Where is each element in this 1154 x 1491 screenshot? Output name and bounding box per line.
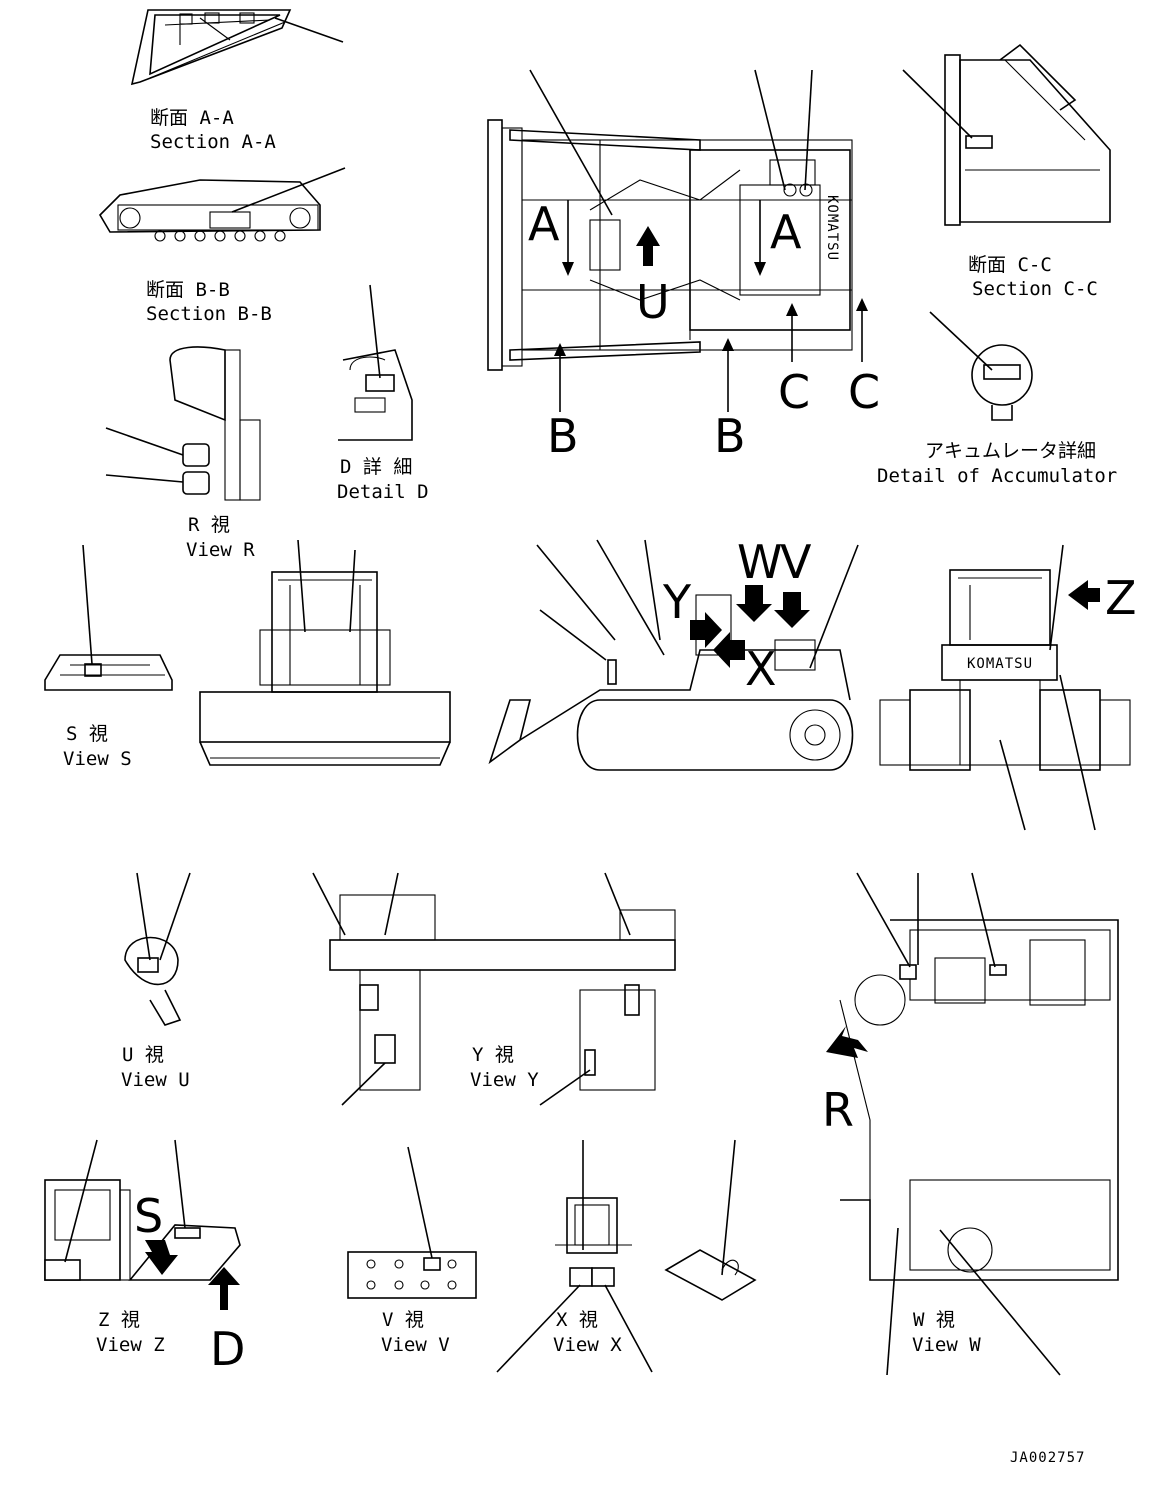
marker-u: U (636, 275, 670, 329)
view-u-drawing (124, 872, 191, 1026)
accumulator-drawing (929, 311, 1033, 421)
view-z-drawing (44, 1139, 241, 1310)
marker-w: W (737, 535, 782, 589)
view-u-title-jp: U 視 (122, 1044, 164, 1066)
accumulator-title-en: Detail of Accumulator (877, 465, 1117, 487)
section-bb-drawing (98, 167, 346, 242)
section-cc-title-en: Section C-C (972, 278, 1098, 300)
marker-c-left: C (778, 365, 810, 419)
detail-d-drawing (338, 284, 413, 441)
view-v-title-jp: V 視 (382, 1309, 424, 1331)
section-cc-drawing (902, 43, 1111, 226)
view-r-title-en: View R (186, 539, 255, 561)
section-aa-title-en: Section A-A (150, 131, 276, 153)
rear-view-brand-text: KOMATSU (967, 656, 1033, 672)
rear-view-drawing: KOMATSU (879, 544, 1131, 831)
view-s-drawing (44, 544, 173, 691)
view-v-drawing (347, 1146, 477, 1299)
marker-x: X (745, 642, 777, 696)
marker-d: D (210, 1322, 245, 1376)
side-view-drawing (488, 539, 859, 771)
marker-s: S (134, 1189, 163, 1243)
section-bb-title-jp: 断面 B-B (146, 279, 230, 301)
marker-v: V (780, 535, 812, 589)
detail-d-title-en: Detail D (337, 481, 429, 503)
view-x-drawing (496, 1140, 653, 1373)
view-x-title-en: View X (553, 1334, 622, 1356)
view-r-drawing (105, 346, 261, 501)
plan-view-brand-text: KOMATSU (824, 195, 840, 261)
marker-r: R (822, 1083, 854, 1137)
section-aa-drawing (130, 9, 344, 86)
marker-b-right: B (714, 409, 746, 463)
marker-b-left: B (547, 409, 579, 463)
accumulator-title-jp: アキュムレータ詳細 (925, 440, 1096, 462)
view-u-title-en: View U (121, 1069, 190, 1091)
view-y-drawing (312, 872, 676, 1106)
view-y-title-jp: Y 視 (472, 1044, 514, 1066)
view-y-title-en: View Y (470, 1069, 539, 1091)
detail-d-title-jp: D 詳 細 (340, 456, 412, 478)
label-sheet-drawing (664, 1139, 757, 1301)
marker-a-left: A (528, 197, 560, 251)
plan-view-drawing: KOMATSU (487, 69, 868, 412)
view-v-title-en: View V (381, 1334, 450, 1356)
view-z-title-en: View Z (96, 1334, 165, 1356)
view-z-title-jp: Z 視 (98, 1309, 140, 1331)
view-w-drawing (826, 872, 1119, 1376)
marker-y: Y (662, 575, 692, 629)
view-s-title-jp: S 視 (66, 723, 108, 745)
view-s-title-en: View S (63, 748, 132, 770)
section-cc-title-jp: 断面 C-C (968, 254, 1052, 276)
marker-c-right: C (848, 365, 880, 419)
view-w-title-en: View W (912, 1334, 981, 1356)
marker-a-right: A (770, 205, 802, 259)
section-bb-title-en: Section B-B (146, 303, 272, 325)
marker-z: Z (1105, 571, 1137, 625)
drawing-code: JA002757 (1010, 1450, 1085, 1466)
view-w-title-jp: W 視 (913, 1309, 955, 1331)
section-aa-title-jp: 断面 A-A (150, 107, 234, 129)
view-x-title-jp: X 視 (556, 1309, 598, 1331)
view-r-title-jp: R 視 (188, 514, 230, 536)
front-view-drawing (199, 539, 451, 766)
